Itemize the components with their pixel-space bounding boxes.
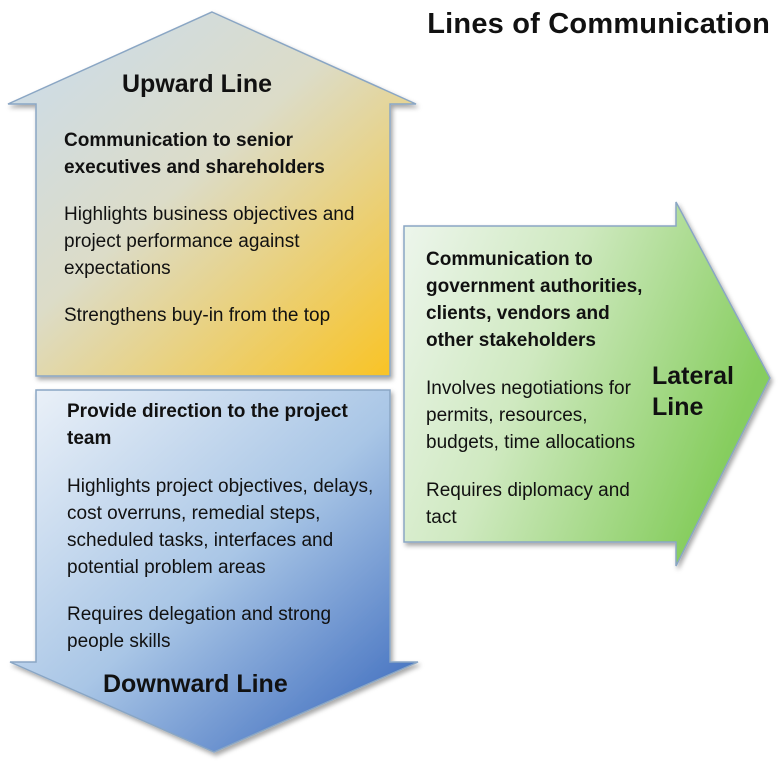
downward-heading: Provide direction to the project team — [67, 401, 348, 449]
upward-point-2: Strengthens buy-in from the top — [64, 305, 331, 326]
lateral-heading: Communication to government authorities,… — [426, 249, 643, 351]
lateral-arrow-shape — [403, 201, 771, 567]
downward-point-2: Requires delegation and strong people sk… — [67, 604, 332, 652]
lateral-point-2: Requires diplomacy and tact — [426, 480, 630, 528]
lateral-line-label-1: Lateral — [652, 362, 734, 390]
lateral-point-1: Involves negotiations for permits, resou… — [426, 378, 636, 453]
upward-line-label: Upward Line — [122, 70, 273, 98]
diagram-title: Lines of Communication — [427, 8, 770, 40]
downward-arrow-shape — [9, 389, 419, 753]
lateral-line-label-2: Line — [652, 393, 704, 421]
downward-line-label: Downward Line — [103, 670, 288, 698]
lateral-line-label: Lateral Line — [652, 361, 734, 423]
downward-point-1: Highlights project objectives, delays, c… — [67, 476, 374, 578]
upward-heading: Communication to senior executives and s… — [64, 130, 325, 178]
upward-arrow-shape — [7, 11, 417, 377]
upward-point-1: Highlights business objectives and proje… — [64, 204, 355, 279]
